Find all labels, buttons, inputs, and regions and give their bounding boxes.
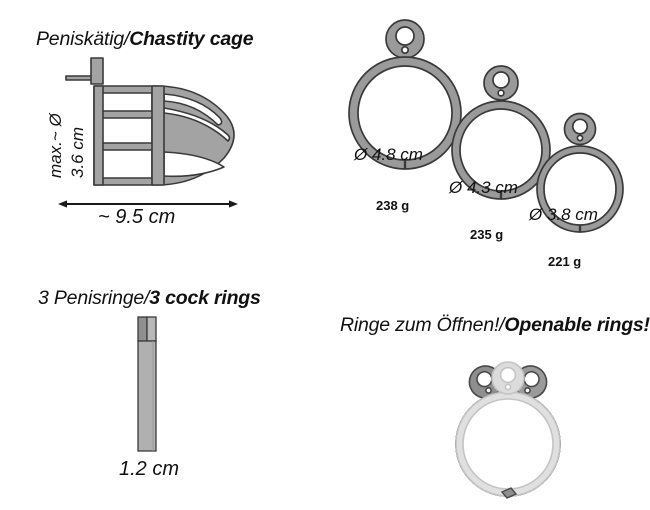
chastity-cage-heading-de: Peniskätig/ [36,28,130,50]
chastity-cage-heading: Peniskätig/Chastity cage [36,28,254,51]
openable-ring-right-loop-notch [524,387,531,394]
cage-length-dimension-line [58,200,238,208]
chastity-cage-section: Peniskätig/Chastity cage max.~ Ø 3.6 cm [0,0,320,260]
openable-rings-heading: Ringe zum Öffnen!/Openable rings! [340,314,650,337]
ring-small-diameter-label: Ø 3.8 cm [529,205,598,224]
openable-rings-heading-de: Ringe zum Öffnen!/ [340,314,505,336]
cage-slot-2 [101,117,153,144]
cage-left-rail [93,85,104,186]
cage-nose-slot-3 [163,151,225,178]
openable-ring-left-loop-notch [485,387,492,394]
ring-small-loop-notch [576,134,584,142]
ring-medium-loop-hole [492,71,510,89]
chastity-cage-drawing [65,57,235,186]
cock-ring-bar-body [137,340,157,452]
ring-small [536,112,624,233]
ring-medium-diameter-label: Ø 4.3 cm [449,178,518,197]
openable-ring-center-loop-notch [504,383,512,391]
ring-small-weight-label: 221 g [548,254,582,269]
openable-rings-crossing-detail [500,487,518,499]
ring-medium-loop-notch [497,89,505,97]
cage-nose-slot-1 [163,93,223,126]
cage-slot-1 [101,92,153,112]
dimension-arrow-left-icon [58,200,67,208]
ring-large-weight-label: 238 g [376,198,410,213]
openable-ring-center-inner [462,398,554,490]
cock-rings-heading-en: 3 cock rings [149,287,261,309]
ring-small-loop-hole [571,118,589,135]
chastity-cage-heading-en: Chastity cage [129,28,254,50]
cock-ring-bar-cap-right [146,316,157,342]
dimension-arrow-right-icon [229,200,238,208]
ring-large-loop-notch [400,45,410,55]
cage-nose-slot-2 [163,107,231,142]
cage-diameter-label-line1: max.~ Ø [46,113,65,178]
cock-ring-width-label: 1.2 cm [119,458,180,480]
cage-center-rib [151,85,165,186]
cock-rings-heading: 3 Penisringe/3 cock rings [38,287,261,310]
cock-rings-section: 3 Penisringe/3 cock rings 1.2 cm [0,275,320,510]
openable-rings-drawing [455,361,561,499]
cage-slot-3 [101,149,153,179]
ring-medium-weight-label: 235 g [470,227,504,242]
openable-rings-section: Ringe zum Öffnen!/Openable rings! [330,300,650,510]
cage-pin-bar [65,75,93,81]
ring-large [348,19,462,170]
openable-rings-heading-en: Openable rings! [504,314,650,336]
ring-large-diameter-label: Ø 4.8 cm [354,145,423,164]
openable-ring-center [455,361,561,497]
ring-medium [451,65,551,200]
openable-ring-center-loop-hole [499,366,517,384]
rings-section: Ø 4.8 cm 238 g Ø 4.3 cm 235 g Ø 3.8 cm 2… [330,0,650,280]
ring-large-loop-hole [395,26,415,46]
cage-lock-post [90,57,104,85]
cage-length-label: ~ 9.5 cm [98,206,176,228]
cock-ring-width-bar [137,316,157,452]
cock-rings-heading-de: 3 Penisringe/ [38,287,150,309]
cock-ring-bar-cap-left [137,316,148,342]
